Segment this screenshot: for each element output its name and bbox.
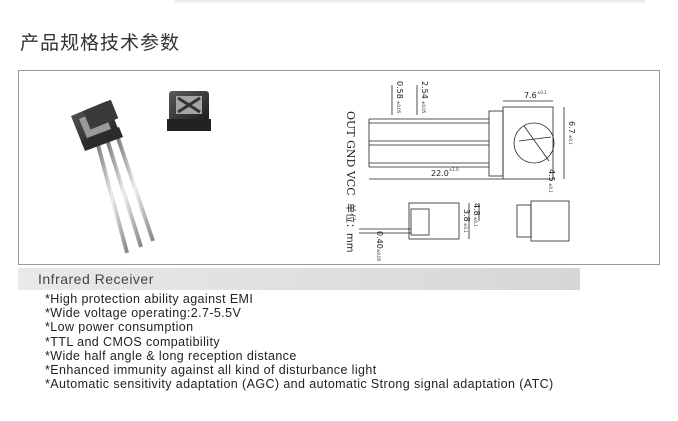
dim-254: 2.54 [420,81,429,99]
dim-45: 4.5 [547,169,556,182]
dim-67-tol: ±0.1 [568,135,573,145]
pin-labels: OUT GND VCC [344,111,357,196]
dim-254-tol: ±0.05 [421,101,426,114]
feature-item: *Automatic sensitivity adaptation (AGC) … [45,377,554,392]
feature-item: *Low power consumption [45,320,194,335]
receiver-left [71,99,155,254]
dim-058: 0.58 [395,81,404,99]
feature-item: *TTL and CMOS compatibility [45,334,220,349]
section-heading: Infrared Receiver [38,271,154,287]
dim-38-tol: ±0.1 [463,223,468,233]
dimension-drawing: OUT GND VCC 单位：mm 0.58 ±0.05 2.54 ±0.05 … [344,81,576,262]
section-header: Infrared Receiver [18,268,580,290]
feature-item: *Wide voltage operating:2.7-5.5V [45,306,242,321]
page-title: 产品规格技术参数 [20,32,181,54]
dim-76: 7.6 [524,91,537,100]
product-photo [71,91,211,254]
receiver-right [167,91,211,241]
unit-label: 单位：mm [344,203,357,252]
feature-item: *Enhanced immunity against all kind of d… [45,363,377,378]
dim-040-tol: ±0.05 [376,249,381,262]
dim-67: 6.7 [567,121,576,134]
dim-220: 22.0 [431,169,449,178]
dim-38: 3.8 [462,209,471,222]
product-figure: OUT GND VCC 单位：mm 0.58 ±0.05 2.54 ±0.05 … [18,70,660,265]
dim-45-tol: ±0.1 [548,183,553,193]
top-divider [175,0,645,4]
dim-76-tol: ±0.1 [537,90,547,95]
feature-list: *High protection ability against EMI *Wi… [45,292,554,391]
dim-040: 0.40 [375,231,384,249]
feature-item: *Wide half angle & long reception distan… [45,348,297,363]
dim-220-tol: ±1.0 [449,167,459,172]
dim-058-tol: ±0.05 [396,101,401,114]
feature-item: *High protection ability against EMI [45,292,254,306]
dim-48: 4.8 [472,203,481,216]
dim-48-tol: ±0.1 [473,217,478,227]
